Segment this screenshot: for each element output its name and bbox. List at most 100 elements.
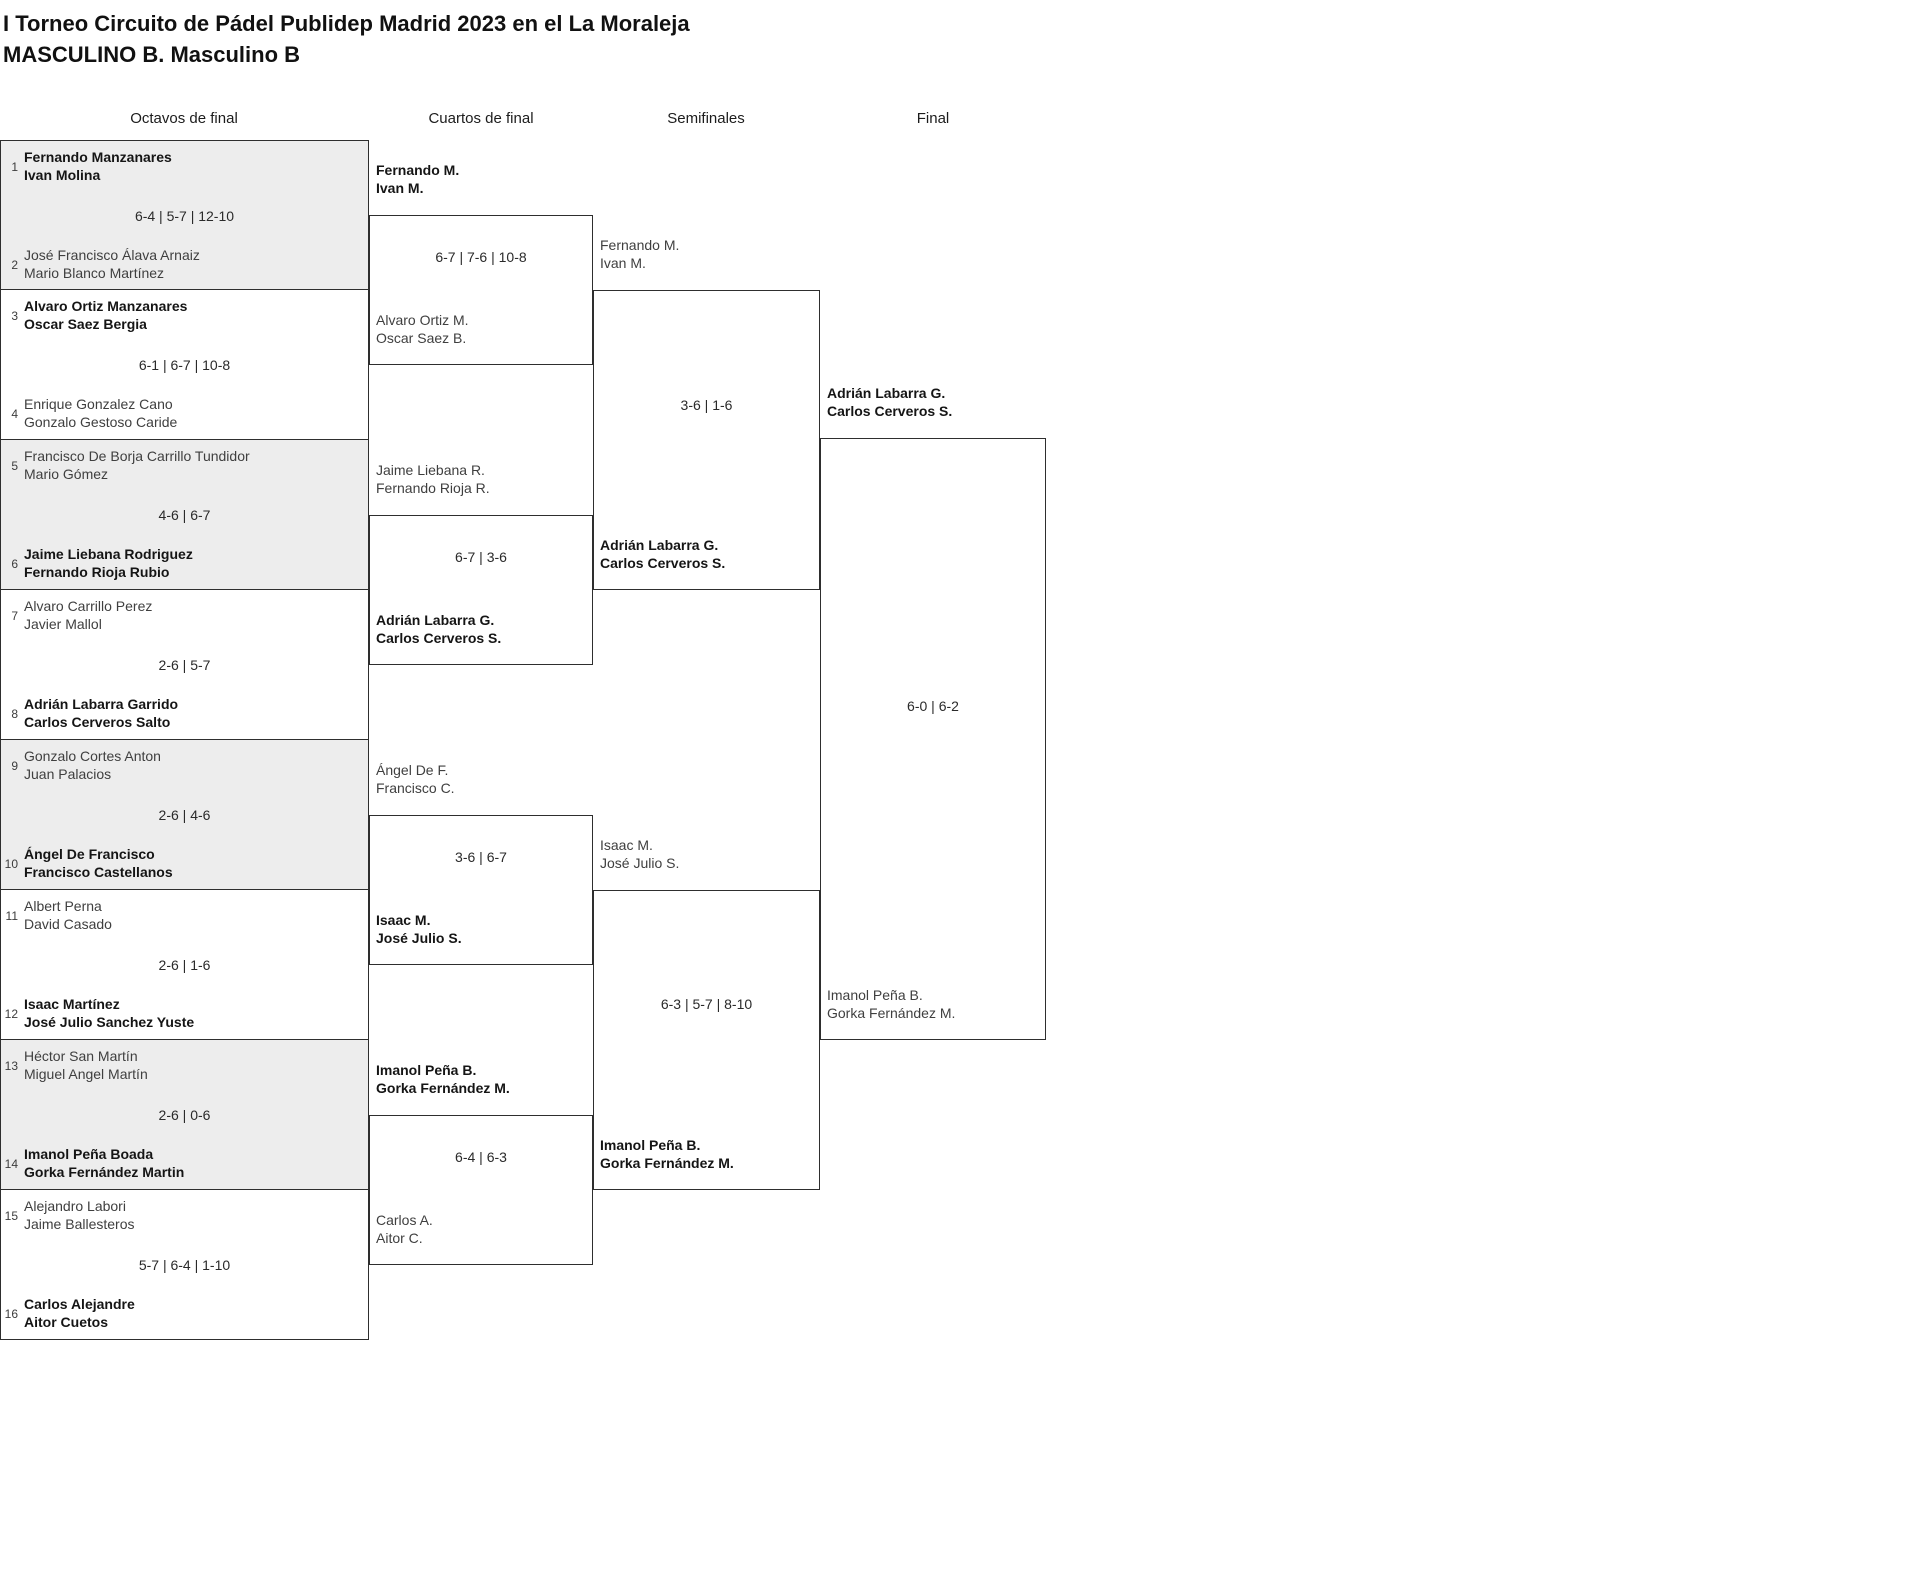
cuartos-team-label-5: Ángel De F. Francisco C. [376,762,455,797]
seed-number: 12 [4,1006,18,1021]
team-slot: 10 Ángel De Francisco Francisco Castella… [3,846,364,881]
player-name: Javier Mallol [24,615,102,632]
player-name: Aitor Cuetos [24,1313,108,1330]
match-score: 2-6 | 4-6 [158,807,211,823]
team-slot: 2 José Francisco Álava Arnaiz Mario Blan… [3,247,364,282]
team-names: Ángel De Francisco Francisco Castellanos [24,846,173,881]
match-score: 5-7 | 6-4 | 1-10 [138,1257,231,1273]
player-name: Ángel De F. [376,762,449,778]
player-name: Gorka Fernández M. [600,1154,734,1171]
match-score: 6-0 | 6-2 [907,698,959,714]
seed-number: 16 [4,1306,18,1321]
player-name: Carlos Cerveros Salto [24,713,171,730]
player-name: Alvaro Carrillo Perez [24,598,153,614]
player-name: Ángel De Francisco [24,846,155,862]
player-name: Jaime Liebana Rodriguez [24,546,193,562]
semifinal-team-label-4: Imanol Peña B. Gorka Fernández M. [600,1137,734,1172]
round-header-cuartos: Cuartos de final [428,110,534,127]
player-name: Imanol Peña B. [827,987,923,1003]
player-name: Héctor San Martín [24,1048,138,1064]
player-name: Albert Perna [24,898,102,914]
seed-number: 2 [11,257,18,272]
round-header-octavos: Octavos de final [130,110,238,127]
player-name: Alvaro Ortiz M. [376,312,469,328]
match-score: 6-7 | 7-6 | 10-8 [435,249,527,265]
player-name: Francisco Castellanos [24,863,173,880]
player-name: Carlos Alejandre [24,1296,135,1312]
player-name: Adrián Labarra Garrido [24,696,179,712]
player-name: Isaac M. [600,837,653,853]
team-slot: 11 Albert Perna David Casado [3,898,364,933]
match-score: 6-7 | 3-6 [455,549,507,565]
team-slot: 1 Fernando Manzanares Ivan Molina [3,149,364,184]
player-name: Jaime Liebana R. [376,462,485,478]
match-score: 2-6 | 0-6 [158,1107,211,1123]
player-name: Enrique Gonzalez Cano [24,396,173,412]
player-name: Carlos A. [376,1212,433,1228]
match-score: 4-6 | 6-7 [158,507,211,523]
player-name: David Casado [24,915,112,932]
team-names: Alvaro Carrillo Perez Javier Mallol [24,598,152,633]
team-names: Héctor San Martín Miguel Angel Martín [24,1048,148,1083]
player-name: José Julio S. [376,929,462,946]
team-names: Imanol Peña Boada Gorka Fernández Martin [24,1146,184,1181]
team-slot: 13 Héctor San Martín Miguel Angel Martín [3,1048,364,1083]
seed-number: 1 [11,159,18,174]
team-names: Carlos Alejandre Aitor Cuetos [24,1296,135,1331]
player-name: Gonzalo Gestoso Caride [24,413,178,430]
seed-number: 9 [11,758,18,773]
player-name: Carlos Cerveros S. [600,554,726,571]
player-name: Adrián Labarra G. [827,385,946,401]
player-name: Gonzalo Cortes Anton [24,748,161,764]
match-score: 3-6 | 6-7 [455,849,507,865]
team-names: Adrián Labarra Garrido Carlos Cerveros S… [24,696,178,731]
final-team-label-2: Imanol Peña B. Gorka Fernández M. [827,987,955,1022]
player-name: Fernando M. [600,237,680,253]
player-name: Adrián Labarra G. [600,537,719,553]
player-name: Fernando Rioja Rubio [24,563,170,580]
cuartos-match-4: 6-4 | 6-3 [369,1115,593,1265]
player-name: Carlos Cerveros S. [827,402,953,419]
team-names: Fernando Manzanares Ivan Molina [24,149,172,184]
match-score: 6-4 | 6-3 [455,1149,507,1165]
player-name: Miguel Angel Martín [24,1065,148,1082]
cuartos-match-2: 6-7 | 3-6 [369,515,593,665]
semifinal-team-label-1: Fernando M. Ivan M. [600,237,679,272]
player-name: Imanol Peña B. [376,1062,477,1078]
player-name: Gorka Fernández Martin [24,1163,185,1180]
player-name: Aitor C. [376,1229,423,1246]
final-match: 6-0 | 6-2 [820,438,1046,1040]
player-name: Imanol Peña Boada [24,1146,154,1162]
player-name: Ivan Molina [24,166,101,183]
match-score: 3-6 | 1-6 [680,397,733,413]
player-name: Alvaro Ortiz Manzanares [24,298,188,314]
cuartos-match-1: 6-7 | 7-6 | 10-8 [369,215,593,365]
team-names: Isaac Martínez José Julio Sanchez Yuste [24,996,194,1031]
team-slot: 16 Carlos Alejandre Aitor Cuetos [3,1296,364,1331]
player-name: Isaac M. [376,912,431,928]
player-name: Jaime Ballesteros [24,1215,135,1232]
octavos-match-1: 1 Fernando Manzanares Ivan Molina 6-4 | … [0,140,369,290]
seed-number: 7 [11,608,18,623]
match-score: 2-6 | 5-7 [158,657,211,673]
team-names: Jaime Liebana Rodriguez Fernando Rioja R… [24,546,193,581]
player-name: José Julio Sanchez Yuste [24,1013,195,1030]
category-subtitle: MASCULINO B. Masculino B [3,42,301,67]
player-name: Carlos Cerveros S. [376,629,502,646]
player-name: Fernando Manzanares [24,149,172,165]
cuartos-team-label-1: Fernando M. Ivan M. [376,162,459,197]
seed-number: 13 [4,1058,18,1073]
team-slot: 3 Alvaro Ortiz Manzanares Oscar Saez Ber… [3,298,364,333]
team-names: Alvaro Ortiz Manzanares Oscar Saez Bergi… [24,298,187,333]
player-name: Fernando M. [376,162,460,178]
cuartos-team-label-7: Imanol Peña B. Gorka Fernández M. [376,1062,510,1097]
seed-number: 11 [5,908,18,923]
team-slot: 12 Isaac Martínez José Julio Sanchez Yus… [3,996,364,1031]
title-block: I Torneo Circuito de Pádel Publidep Madr… [3,8,690,70]
seed-number: 15 [4,1208,18,1223]
team-slot: 14 Imanol Peña Boada Gorka Fernández Mar… [3,1146,364,1181]
team-slot: 9 Gonzalo Cortes Anton Juan Palacios [3,748,364,783]
cuartos-team-label-2: Alvaro Ortiz M. Oscar Saez B. [376,312,469,347]
team-names: Albert Perna David Casado [24,898,112,933]
